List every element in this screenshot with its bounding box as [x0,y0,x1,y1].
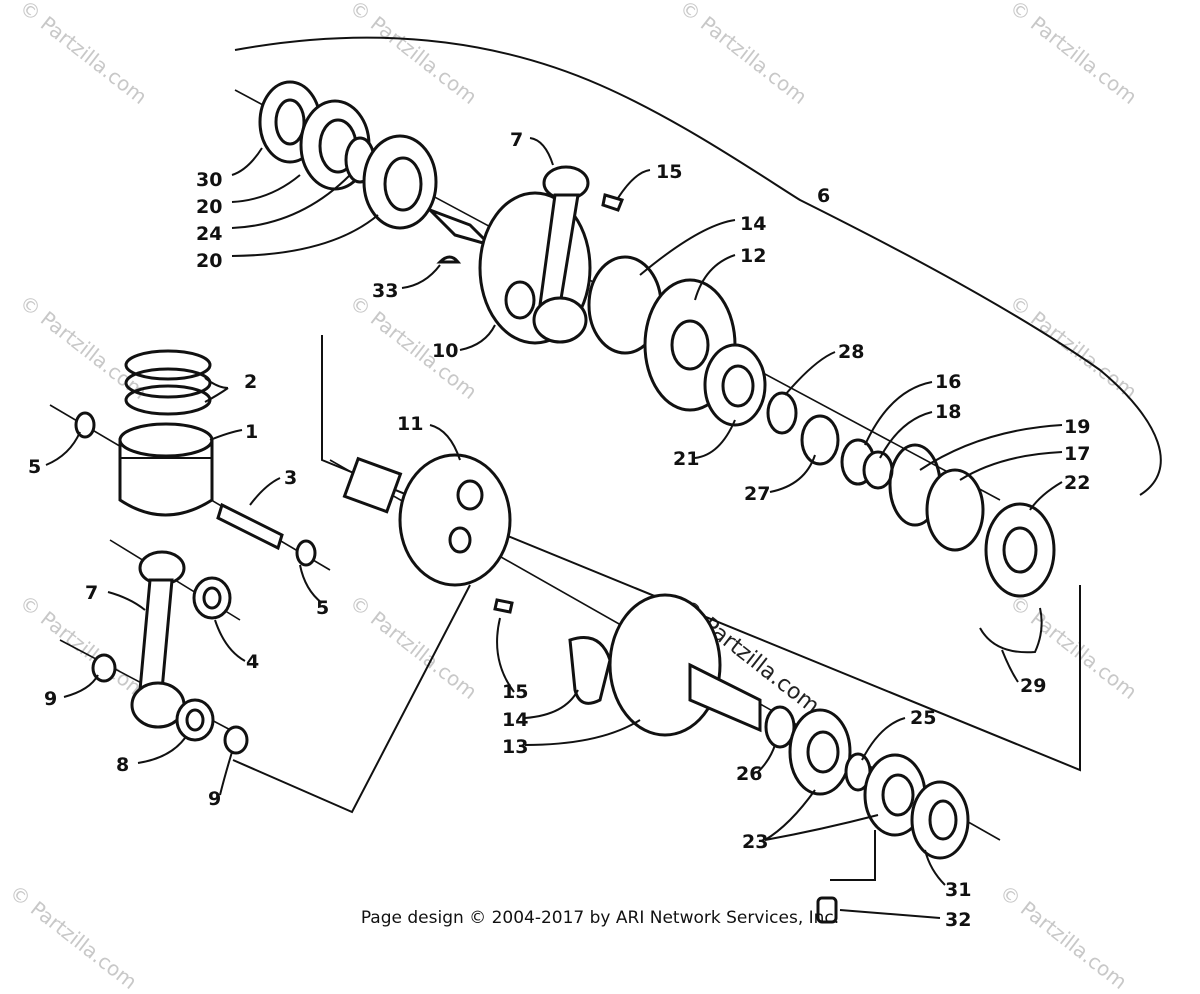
callout-23: 23 [742,831,768,853]
callout-11: 11 [397,413,423,435]
washer-9-right [223,725,249,755]
pin-15-upper [601,193,625,212]
leader-32 [839,909,941,919]
callout-4: 4 [246,651,259,673]
callout-31: 31 [945,879,971,901]
ball-bearing-23b [863,753,927,837]
piston-1 [118,422,214,517]
wrist-pin-3 [216,502,284,551]
callout-8: 8 [116,754,129,776]
connecting-rod-7-lower [130,550,186,729]
callout-26: 26 [736,763,762,785]
ball-bearing-20b [362,134,438,230]
needle-bearing-4 [192,576,232,620]
callout-25: 25 [910,707,936,729]
callout-15: 15 [502,681,528,703]
spacer-28 [766,391,798,435]
callout-24: 24 [196,223,222,245]
callout-16: 16 [935,371,961,393]
leader-lines [45,137,1063,886]
woodruff-key-33 [436,255,462,264]
parts-diagram: © Partzilla.com © Partzilla.com © Partzi… [5,0,1162,994]
seal-27 [800,414,840,466]
housing-17 [925,468,985,552]
callout-7: 7 [85,582,98,604]
ball-bearing-23a [788,708,852,796]
pin-15-lower [493,598,514,614]
dowel-leader [830,830,876,881]
callout-15: 15 [656,161,682,183]
crankshaft-half-11 [342,453,512,587]
callout-5: 5 [316,597,329,619]
bracket-6 [234,36,1162,496]
callout-2: 2 [244,371,257,393]
callout-14: 14 [740,213,766,235]
callout-9: 9 [208,788,221,810]
ring-18 [862,450,894,490]
callout-29: 29 [1020,675,1046,697]
callout-18: 18 [935,401,961,423]
bracket-left-rod [232,584,471,814]
callout-33: 33 [372,280,398,302]
callout-28: 28 [838,341,864,363]
callout-3: 3 [284,467,297,489]
callout-30: 30 [196,169,222,191]
washer-9-left [91,653,117,683]
needle-bearing-8 [175,698,215,742]
callout-17: 17 [1064,443,1090,465]
callout-20: 20 [196,196,222,218]
snap-ring-29 [979,607,1043,654]
exploded-view: 30 20 24 20 33 10 7 15 6 14 12 28 16 18 … [28,36,1162,931]
callout-12: 12 [740,245,766,267]
callout-13: 13 [502,736,528,758]
callout-6: 6 [817,185,830,207]
callout-27: 27 [744,483,770,505]
oil-seal-31 [910,780,970,860]
callout-14: 14 [502,709,528,731]
callout-32: 32 [945,909,971,931]
thrust-washer-14-lower [568,636,612,705]
dowel-pin-32 [816,896,838,924]
wrist-pin-clip-5-right [295,539,317,567]
ball-bearing-22 [984,502,1056,598]
callout-20: 20 [196,250,222,272]
wrist-pin-clip-5-left [74,411,96,439]
callout-1: 1 [245,421,258,443]
callout-22: 22 [1064,472,1090,494]
ball-bearing-21 [703,343,767,427]
spacer-26 [764,705,796,749]
callout-19: 19 [1064,416,1090,438]
callout-21: 21 [673,448,699,470]
piston-rings-2 [124,349,212,416]
footer-copyright: Page design © 2004-2017 by ARI Network S… [360,908,840,928]
callout-9: 9 [44,688,57,710]
callout-10: 10 [432,340,458,362]
crankshaft-half-13 [608,593,762,737]
connecting-rod-7-upper [532,165,590,344]
callout-7: 7 [510,129,523,151]
callout-5: 5 [28,456,41,478]
